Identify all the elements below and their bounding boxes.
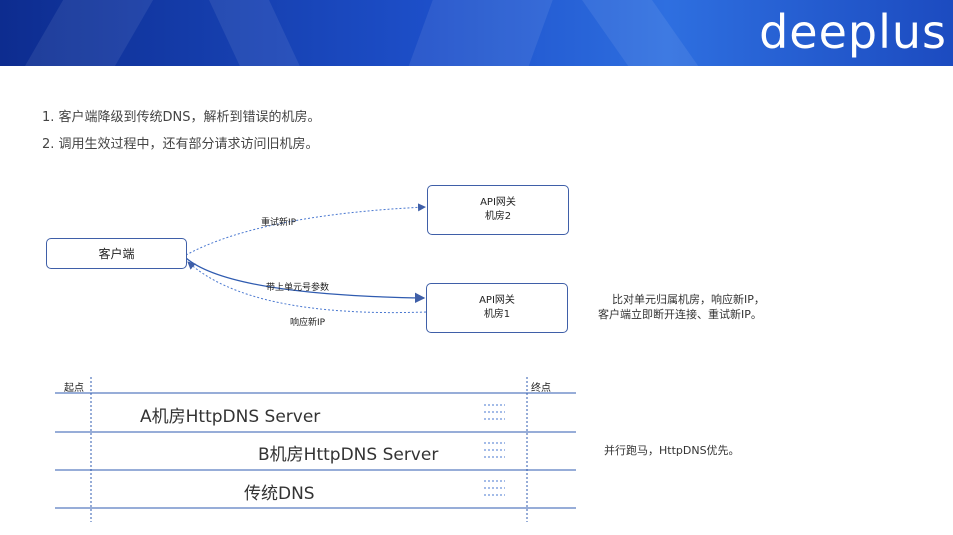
retry-edge (185, 203, 426, 256)
end-label: 终点 (531, 383, 551, 394)
progress-dashes (484, 404, 505, 496)
header-banner: deeplus (0, 0, 953, 66)
race-note: 并行跑马，HttpDNS优先。 (604, 444, 740, 457)
server-b-label: B机房HttpDNS Server (258, 445, 439, 465)
client-label: 客户端 (98, 246, 135, 261)
gateway1-room: 机房1 (483, 309, 511, 320)
gateway1-title: API网关 (479, 295, 515, 306)
gateway2-box: API网关 机房2 (427, 185, 569, 235)
server-a-label: A机房HttpDNS Server (140, 407, 321, 427)
param-edge-label: 带上单元号参数 (266, 283, 330, 293)
deeplus-logo: deeplus (759, 5, 947, 59)
response-edge (187, 261, 427, 314)
response-edge-label: 响应新IP (290, 318, 326, 328)
param-edge (185, 257, 426, 304)
gateway-note-line1: 比对单元归属机房，响应新IP， (612, 293, 765, 306)
legacy-dns-label: 传统DNS (244, 484, 315, 504)
gateway-note: 比对单元归属机房，响应新IP， 客户端立即断开连接、重试新IP。 (598, 292, 765, 322)
gateway2-room: 机房2 (484, 211, 512, 222)
start-label: 起点 (64, 383, 84, 394)
client-box: 客户端 (46, 238, 187, 269)
bullet-1: 1. 客户端降级到传统DNS，解析到错误的机房。 (42, 110, 321, 125)
gateway2-title: API网关 (480, 197, 516, 208)
gateway1-box: API网关 机房1 (426, 283, 568, 333)
retry-edge-label: 重试新IP (261, 218, 297, 228)
bullet-2: 2. 调用生效过程中，还有部分请求访问旧机房。 (42, 137, 319, 152)
gateway-note-line2: 客户端立即断开连接、重试新IP。 (598, 308, 762, 321)
